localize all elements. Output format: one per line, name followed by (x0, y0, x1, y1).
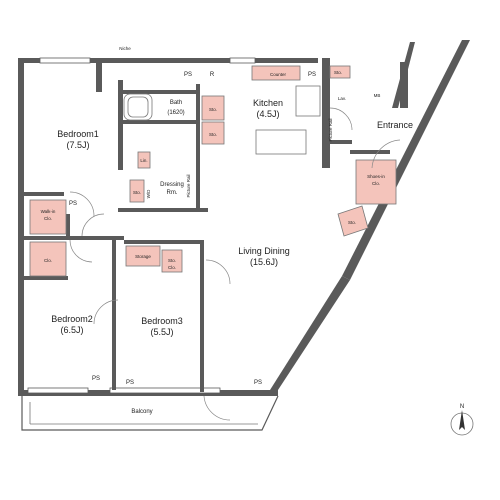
walk-in-closet (29, 199, 67, 235)
bedroom2-name: Bedroom2 (51, 314, 93, 324)
bathtub (123, 93, 153, 121)
kitchen-name: Kitchen (253, 98, 283, 108)
living-dining-size: (15.6J) (250, 257, 278, 267)
bedroom2-closet (29, 241, 67, 277)
entrance-name: Entrance (377, 120, 413, 130)
interior-walls (24, 62, 390, 392)
balcony (21, 395, 279, 431)
lin-label: Lin. (140, 158, 147, 163)
sto-label-entrance: Sto. (334, 70, 342, 75)
ps-label-3: PS (69, 201, 77, 207)
sto-label-entrance-2: Sto. (348, 220, 356, 225)
sto-label-2: Sto. (209, 132, 217, 137)
ps-label-4: PS (92, 376, 100, 382)
ps-label-6: PS (254, 380, 262, 386)
shoes-in-closet (355, 159, 397, 205)
mb-label: MB (374, 93, 381, 98)
clo-label-bedroom3: Clo. (168, 265, 176, 270)
bedroom3-name: Bedroom3 (141, 316, 183, 326)
bath-name: Bath (170, 100, 182, 106)
sto-entrance-2 (337, 205, 369, 237)
sto-2 (201, 121, 225, 145)
bedroom1-size: (7.5J) (66, 140, 89, 150)
windows (27, 57, 256, 394)
walk-in-label-line1: Walk-in (41, 209, 56, 214)
bedroom2-clo-label: Clo. (44, 258, 52, 263)
ps-label-2: PS (308, 72, 316, 78)
doors (69, 107, 401, 421)
balcony-name: Balcony (131, 409, 152, 415)
sto-bedroom3 (161, 249, 183, 273)
dressing-room-line2: Rm. (167, 190, 178, 196)
niche-label: Niche (119, 46, 131, 51)
sto-label-dressing: Sto. (133, 190, 141, 195)
dressing-room-line1: Dressing (160, 182, 184, 188)
ps-label-1: PS (184, 72, 192, 78)
sto-label-1: Sto. (209, 107, 217, 112)
living-dining-name: Living Dining (238, 246, 290, 256)
sto-1 (201, 95, 225, 121)
sto-entrance (329, 65, 351, 79)
compass: N (450, 404, 474, 436)
sto-label-bedroom3: Sto. (168, 258, 176, 263)
shoes-in-label-line2: Clo. (372, 181, 380, 186)
bedroom1-name: Bedroom1 (57, 129, 99, 139)
storage-label: Storage (135, 254, 151, 259)
bedroom2-size: (6.5J) (60, 325, 83, 335)
fixture-labels: Niche PS R Counter PS Sto. Lav. MB Sto. … (41, 46, 386, 386)
picture-rail-label-2: Picture Rail (186, 174, 191, 197)
ps-label-5: PS (126, 380, 134, 386)
walk-in-label-line2: Clo. (44, 216, 52, 221)
sto-dressing (129, 179, 145, 203)
outer-walls (18, 40, 470, 396)
storage-closets (29, 65, 397, 277)
storage-room (125, 245, 161, 267)
lav-label: Lav. (338, 96, 346, 101)
shoes-in-label-line1: Shoes-in (367, 174, 385, 179)
counter-storage (251, 65, 301, 81)
counter-label: Counter (270, 72, 287, 77)
lin-closet (137, 151, 151, 169)
kitchen-fixtures (251, 65, 321, 155)
bath-size: (1620) (167, 110, 184, 116)
kitchen-island (255, 129, 307, 155)
compass-north-label: N (460, 404, 464, 410)
bedroom3-size: (5.5J) (150, 327, 173, 337)
r-label: R (210, 72, 215, 78)
kitchen-size: (4.5J) (256, 109, 279, 119)
wd-label: W/D (146, 189, 151, 198)
picture-rail-label-1: Picture Rail (328, 118, 333, 141)
room-labels: Bedroom1 (7.5J) Bedroom2 (6.5J) Bedroom3… (51, 98, 413, 415)
